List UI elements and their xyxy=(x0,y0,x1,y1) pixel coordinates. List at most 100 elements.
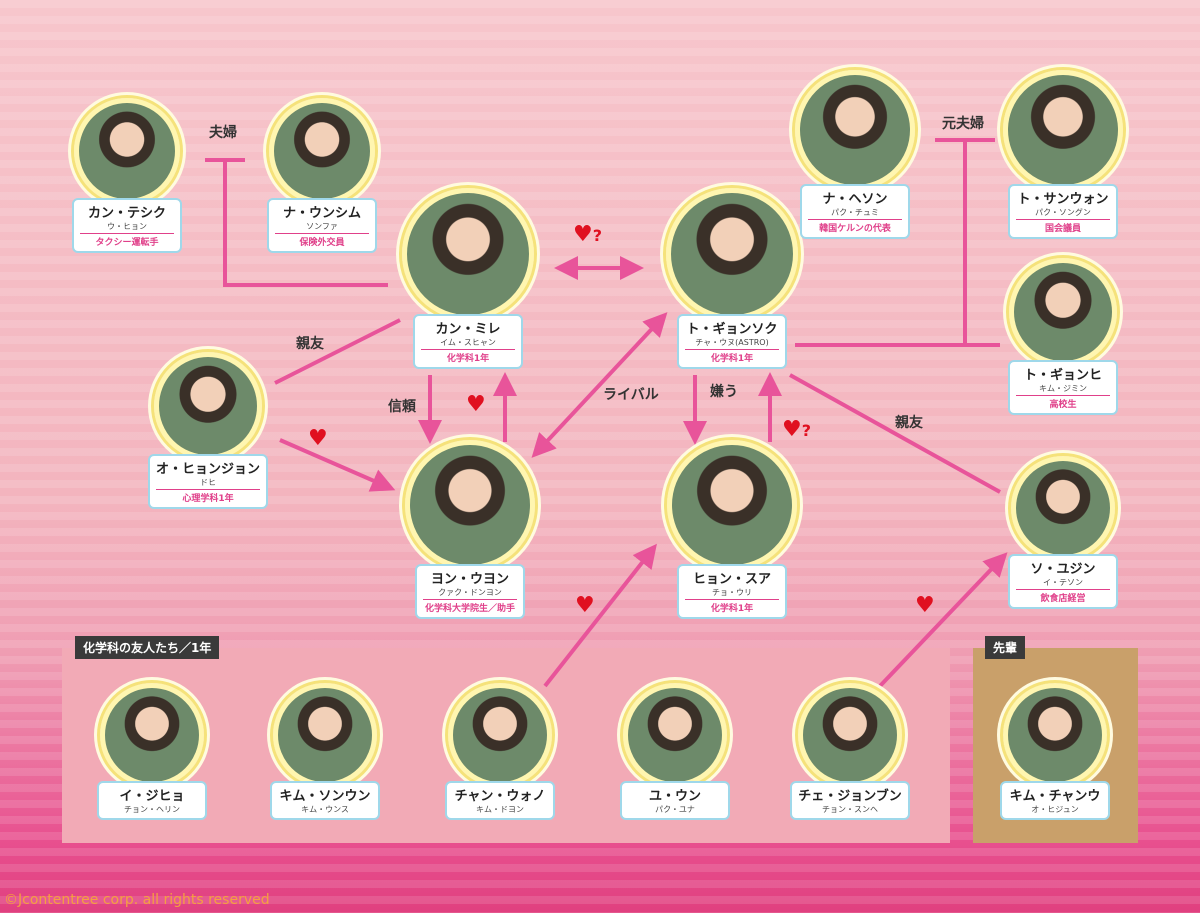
actor-name: イム・スヒャン xyxy=(440,338,496,347)
actor-name: チャ・ウヌ(ASTRO) xyxy=(695,338,769,347)
actor-name: キム・ウンス xyxy=(301,805,349,814)
trust-label: 信頼 xyxy=(388,399,416,415)
name-card: カン・ミレ イム・スヒャン化学科1年 xyxy=(413,314,523,369)
friends-group-label: 化学科の友人たち／1年 xyxy=(75,636,220,659)
character-name: チェ・ジョンブン xyxy=(798,789,902,804)
character-node: カン・ミレ イム・スヒャン化学科1年 xyxy=(398,188,538,369)
actor-name: イ・テソン xyxy=(1043,578,1083,587)
character-name: ト・サンウォン xyxy=(1017,192,1109,207)
character-name: ユ・ウン xyxy=(648,789,701,804)
heart-icon: ♥ xyxy=(466,392,486,417)
character-name: ト・ギョンヒ xyxy=(1023,368,1102,383)
dislike-label: 嫌う xyxy=(710,384,738,400)
character-node: ト・ギョンヒ キム・ジミン高校生 xyxy=(993,258,1133,415)
character-name: ヒョン・スア xyxy=(692,572,771,587)
name-card: ユ・ウン パク・ユナ xyxy=(620,781,730,820)
name-card: ソ・ユジン イ・テソン飲食店経営 xyxy=(1008,554,1118,609)
actor-name: キム・ドヨン xyxy=(476,805,524,814)
name-card: ヨン・ウヨン クァク・ドンヨン化学科大学院生／助手 xyxy=(415,564,525,619)
character-node: ナ・ウンシム ソンファ保険外交員 xyxy=(252,98,392,253)
rival-arrow xyxy=(531,312,668,458)
character-name: ヨン・ウヨン xyxy=(430,572,509,587)
character-node: キム・チャンウ オ・ヒジュン xyxy=(985,683,1125,820)
character-node: イ・ジヒョ チョン・ヘリン xyxy=(82,683,222,820)
character-node: オ・ヒョンジョン ドヒ心理学科1年 xyxy=(138,352,278,509)
best-friend-label-2: 親友 xyxy=(895,415,923,431)
character-role: 飲食店経営 xyxy=(1016,589,1110,604)
name-card: オ・ヒョンジョン ドヒ心理学科1年 xyxy=(147,454,268,509)
heart-icon: ♥ xyxy=(575,593,595,618)
name-card: ト・ギョンヒ キム・ジミン高校生 xyxy=(1008,360,1118,415)
character-photo xyxy=(666,188,798,320)
actor-name: オ・ヒジュン xyxy=(1031,805,1079,814)
heart-icon: ♥ xyxy=(915,593,935,618)
best-friend-line-2 xyxy=(789,373,1001,494)
actor-name: ウ・ヒョン xyxy=(107,222,147,231)
actor-name: チョン・スンヘ xyxy=(822,805,878,814)
name-card: カン・テシク ウ・ヒョンタクシー運転手 xyxy=(72,198,182,253)
character-photo xyxy=(795,70,915,190)
actor-name: クァク・ドンヨン xyxy=(438,588,502,597)
character-role: 韓国ケルンの代表 xyxy=(808,219,902,234)
character-name: カン・テシク xyxy=(87,206,166,221)
character-name: カン・ミレ xyxy=(435,322,501,337)
character-role: 国会議員 xyxy=(1016,219,1110,234)
name-card: チャン・ウォノ キム・ドヨン xyxy=(445,781,555,820)
character-photo xyxy=(154,352,262,460)
rival-label: ライバル xyxy=(603,387,659,403)
character-role: タクシー運転手 xyxy=(80,233,174,248)
character-name: ソ・ユジン xyxy=(1030,562,1096,577)
actor-name: パク・ユナ xyxy=(655,805,695,814)
actor-name: チョン・ヘリン xyxy=(124,805,180,814)
name-card: キム・チャンウ オ・ヒジュン xyxy=(1000,781,1110,820)
actor-name: パク・ソングン xyxy=(1035,208,1091,217)
name-card: キム・ソンウン キム・ウンス xyxy=(270,781,380,820)
character-photo xyxy=(1009,258,1117,366)
character-role: 化学科1年 xyxy=(421,349,515,364)
character-name: ナ・ウンシム xyxy=(282,206,361,221)
heart-question-icon: ♥? xyxy=(573,222,603,247)
jeongbun-to-yujin-arrow xyxy=(878,552,1008,688)
character-name: ナ・ヘソン xyxy=(822,192,888,207)
character-role: 化学科1年 xyxy=(685,599,779,614)
character-photo xyxy=(74,98,180,204)
married-label: 夫婦 xyxy=(209,125,237,141)
actor-name: ドヒ xyxy=(199,478,216,487)
character-photo xyxy=(100,683,204,787)
character-node: カン・テシク ウ・ヒョンタクシー運転手 xyxy=(57,98,197,253)
character-photo xyxy=(667,440,797,570)
character-photo xyxy=(448,683,552,787)
hyeonjeong-to-wooyeong-arrow xyxy=(279,438,396,492)
character-photo xyxy=(623,683,727,787)
character-node: ソ・ユジン イ・テソン飲食店経営 xyxy=(993,456,1133,609)
character-node: ナ・ヘソン パク・チュミ韓国ケルンの代表 xyxy=(785,70,925,239)
character-name: チャン・ウォノ xyxy=(454,789,546,804)
name-card: チェ・ジョンブン チョン・スンヘ xyxy=(790,781,910,820)
character-photo xyxy=(1003,683,1107,787)
character-node: チャン・ウォノ キム・ドヨン xyxy=(430,683,570,820)
character-name: オ・ヒョンジョン xyxy=(155,462,260,477)
name-card: イ・ジヒョ チョン・ヘリン xyxy=(97,781,207,820)
character-name: ト・ギョンソク xyxy=(686,322,778,337)
wonho-to-sua-arrow xyxy=(543,543,657,688)
character-role: 化学科1年 xyxy=(685,349,779,364)
character-photo xyxy=(798,683,902,787)
actor-name: パク・チュミ xyxy=(831,208,879,217)
character-photo xyxy=(269,98,375,204)
actor-name: キム・ジミン xyxy=(1039,384,1087,393)
character-role: 心理学科1年 xyxy=(155,489,260,504)
senpai-group-label: 先輩 xyxy=(985,636,1026,659)
ex-married-label: 元夫婦 xyxy=(942,116,984,132)
name-card: ト・サンウォン パク・ソングン国会議員 xyxy=(1008,184,1118,239)
name-card: ナ・ウンシム ソンファ保険外交員 xyxy=(267,198,377,253)
character-photo xyxy=(405,440,535,570)
best-friend-line-1 xyxy=(274,318,401,385)
actor-name: ソンファ xyxy=(306,222,338,231)
copyright-text: ©Jcontentree corp. all rights reserved xyxy=(4,892,270,908)
character-node: ヒョン・スア チョ・ウリ化学科1年 xyxy=(662,440,802,619)
character-node: ヨン・ウヨン クァク・ドンヨン化学科大学院生／助手 xyxy=(400,440,540,619)
character-name: キム・チャンウ xyxy=(1009,789,1101,804)
character-node: ユ・ウン パク・ユナ xyxy=(605,683,745,820)
married-line xyxy=(205,158,388,287)
ex-married-line xyxy=(795,138,1000,347)
